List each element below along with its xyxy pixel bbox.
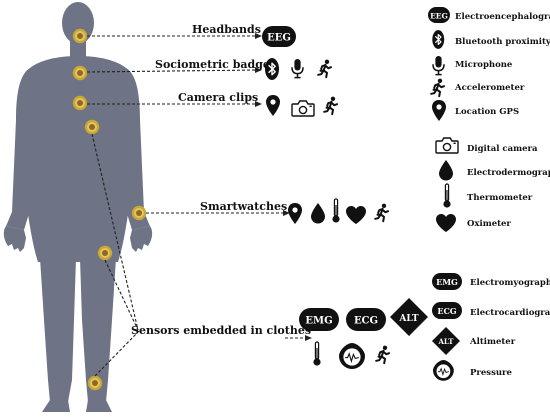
label-smartwatches: Smartwatches xyxy=(200,200,287,213)
legend-accelerometer-icon xyxy=(430,77,445,98)
sensor-hip xyxy=(97,245,113,261)
legend-accelerometer: Accelerometer xyxy=(454,83,525,93)
alt-badge: ALT xyxy=(390,298,428,336)
legend-electrodermo: Electrodermograph xyxy=(467,168,550,178)
leader-arrowheads xyxy=(255,33,312,341)
legend-emg-badge: EMG xyxy=(436,277,458,287)
legend-drop-icon xyxy=(439,160,453,181)
label-headbands: Headbands xyxy=(192,23,261,36)
leader-lines xyxy=(86,35,308,377)
legend-location-icon xyxy=(432,100,446,121)
thermometer-icon xyxy=(331,198,341,224)
legend-top: EEG Electroencephalogram Bluetooth proxi… xyxy=(428,7,550,232)
legend-camera-icon xyxy=(435,137,459,154)
sensor-wrist xyxy=(131,205,147,221)
legend-alt-badge: ALT xyxy=(438,337,455,346)
accelerometer-icon xyxy=(323,95,338,116)
legend-ecg: Electrocardiogram xyxy=(470,308,550,318)
legend-gps: Location GPS xyxy=(455,107,519,117)
svg-text:ALT: ALT xyxy=(398,314,419,324)
location-pin-icon xyxy=(288,203,302,224)
sensor-ankle xyxy=(87,375,103,391)
sensor-chest-lower xyxy=(84,119,100,135)
legend-oximeter: Oximeter xyxy=(467,219,511,229)
human-body-figure xyxy=(3,2,153,412)
camera-icon xyxy=(291,100,315,117)
microphone-icon xyxy=(291,58,304,79)
legend-camera: Digital camera xyxy=(467,144,538,154)
legend-bluetooth: Bluetooth proximity xyxy=(455,37,550,47)
sensor-chest xyxy=(72,95,88,111)
svg-text:EMG: EMG xyxy=(305,316,332,327)
label-camera-clips: Camera clips xyxy=(178,91,258,104)
legend-altimeter: Altimeter xyxy=(469,337,516,347)
bluetooth-icon xyxy=(264,57,280,81)
legend-thermometer-icon xyxy=(442,183,452,209)
svg-text:Electroencephalogram: Electroencephalogram xyxy=(455,12,550,22)
emg-badge: EMG xyxy=(299,308,339,331)
svg-text:EEG: EEG xyxy=(430,12,448,21)
legend-ecg-badge: ECG xyxy=(437,306,456,316)
sensor-neck xyxy=(72,65,88,81)
legend-pressure: Pressure xyxy=(470,368,513,378)
electrodermograph-drop-icon xyxy=(311,203,325,224)
legend-bottom: EMG Electromyograph ECG Electrocardiogra… xyxy=(432,273,550,382)
legend-heart-icon xyxy=(436,214,456,232)
legend-microphone-icon xyxy=(432,55,445,76)
legend-microphone: Microphone xyxy=(455,60,513,70)
legend-emg: Electromyograph xyxy=(470,278,550,288)
heart-icon xyxy=(346,206,366,224)
label-sociometric-badges: Sociometric badges xyxy=(155,58,276,71)
accelerometer-icon xyxy=(374,202,389,223)
legend-eeg: EEG Electroencephalogram xyxy=(428,7,550,23)
eeg-badge: EEG xyxy=(262,26,296,47)
thermometer-icon xyxy=(312,341,322,367)
accelerometer-icon xyxy=(375,344,390,365)
label-sensors-in-clothes: Sensors embedded in clothes xyxy=(131,324,311,337)
ecg-badge: ECG xyxy=(346,308,386,331)
location-pin-icon xyxy=(266,95,280,116)
pressure-gauge-icon xyxy=(338,342,366,370)
legend-bluetooth-icon xyxy=(431,29,445,50)
svg-text:EEG: EEG xyxy=(267,33,291,44)
legend-thermometer: Thermometer xyxy=(467,193,533,203)
svg-text:ECG: ECG xyxy=(354,316,378,327)
legend-pressure-icon xyxy=(432,359,455,382)
sensor-head xyxy=(72,28,88,44)
accelerometer-icon xyxy=(317,58,332,79)
